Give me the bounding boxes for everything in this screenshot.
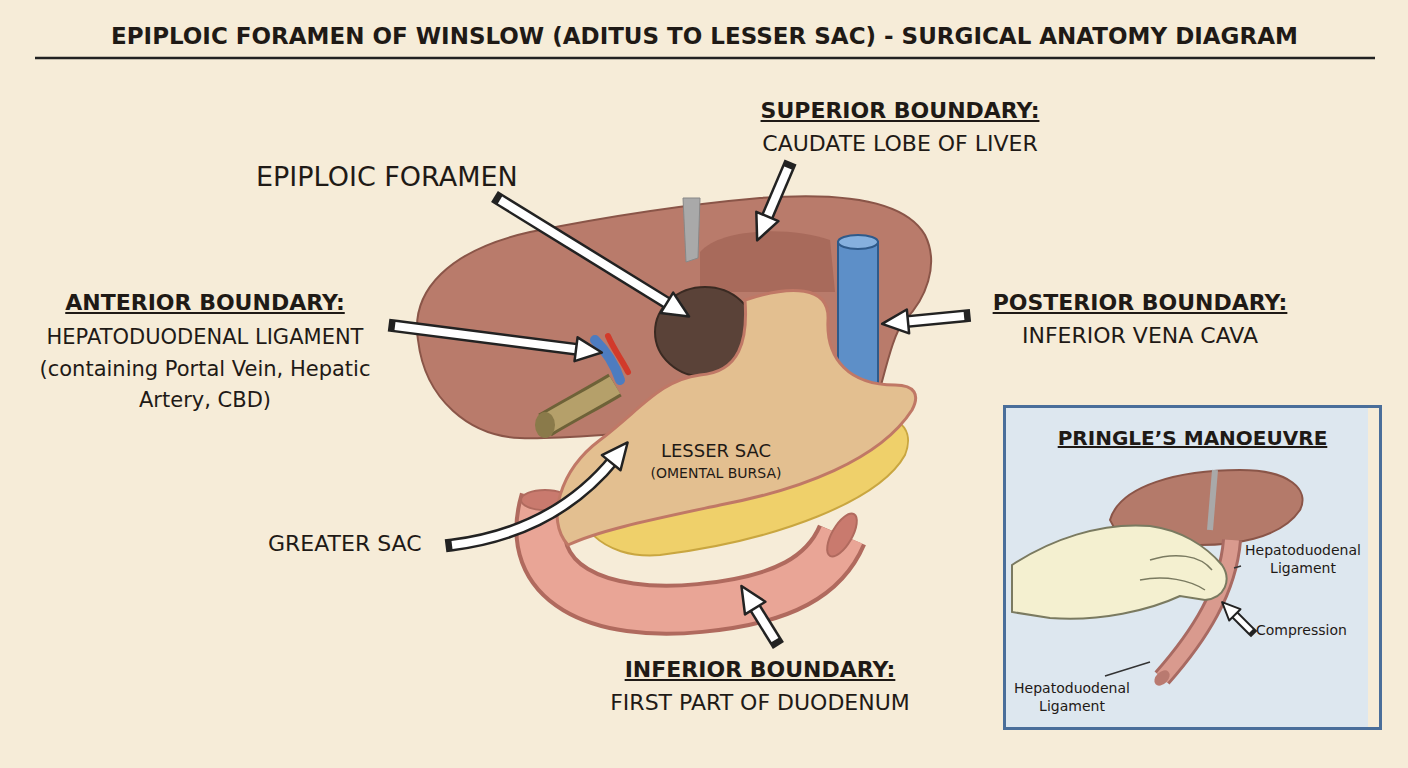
hepatic-artery — [608, 336, 628, 372]
inset-label: Compression — [1256, 622, 1347, 640]
gloved-hand — [1012, 525, 1227, 618]
pointer-arrow — [752, 603, 775, 640]
arrow-outline — [752, 603, 775, 640]
structure-label: EPIPLOIC FORAMEN — [256, 160, 518, 194]
arrow-outline — [1232, 612, 1251, 631]
pointer-arrow — [500, 200, 672, 306]
boundary-label: FIRST PART OF DUODENUM — [575, 689, 945, 717]
pringle-illustration — [1012, 470, 1303, 689]
finger-crease — [1150, 556, 1212, 570]
lesser-sac — [557, 290, 915, 545]
boundary-heading: INFERIOR BOUNDARY: — [600, 656, 920, 684]
arrow-outline — [902, 316, 964, 322]
pointer-arrows — [395, 168, 964, 640]
ivc-lumen — [838, 235, 878, 249]
diagram-title: EPIPLOIC FORAMEN OF WINSLOW (ADITUS TO L… — [111, 22, 1298, 51]
boundary-label: CAUDATE LOBE OF LIVER — [720, 130, 1080, 158]
inset-label: Hepatoduodenal Ligament — [1012, 680, 1132, 715]
leader-line — [1234, 566, 1241, 568]
arrow-outline — [395, 326, 582, 350]
arrow-outline — [452, 458, 615, 545]
inset-falciform — [1210, 470, 1215, 530]
panel-title: PRINGLE’S MANOEUVRE — [1006, 408, 1379, 450]
pointer-arrow — [1232, 612, 1251, 631]
region-label: GREATER SAC — [268, 530, 422, 558]
region-label: LESSER SAC — [655, 440, 777, 463]
title-underline — [35, 57, 1375, 60]
arrow-outline — [500, 200, 672, 306]
region-sublabel: (OMENTAL BURSA) — [640, 465, 792, 483]
finger-crease — [1140, 578, 1205, 590]
pointer-arrow — [902, 316, 964, 322]
boundary-label: INFERIOR VENA CAVA — [975, 322, 1305, 350]
arrow-outline — [765, 168, 788, 222]
bile-duct-outline — [545, 385, 615, 425]
pointer-arrow — [765, 168, 788, 222]
ligament-end — [1151, 667, 1172, 688]
boundary-heading: POSTERIOR BOUNDARY: — [975, 289, 1305, 317]
boundary-heading: SUPERIOR BOUNDARY: — [720, 97, 1080, 125]
duodenum-end — [821, 509, 862, 561]
leader-line — [1105, 662, 1150, 676]
bile-duct — [545, 385, 615, 425]
boundary-heading: ANTERIOR BOUNDARY: — [20, 289, 390, 317]
inset-panel: PRINGLE’S MANOEUVRE — [1003, 405, 1382, 730]
caudate-lobe — [700, 231, 835, 292]
bile-duct-end — [535, 412, 555, 438]
boundary-label: HEPATODUODENAL LIGAMENT (containing Port… — [20, 322, 390, 417]
pointer-arrow — [452, 458, 615, 545]
pointer-arrow — [395, 326, 582, 350]
falciform-ligament — [683, 198, 700, 262]
inset-label: Hepatoduodenal Ligament — [1243, 542, 1363, 577]
inset-ground — [1003, 405, 1368, 730]
